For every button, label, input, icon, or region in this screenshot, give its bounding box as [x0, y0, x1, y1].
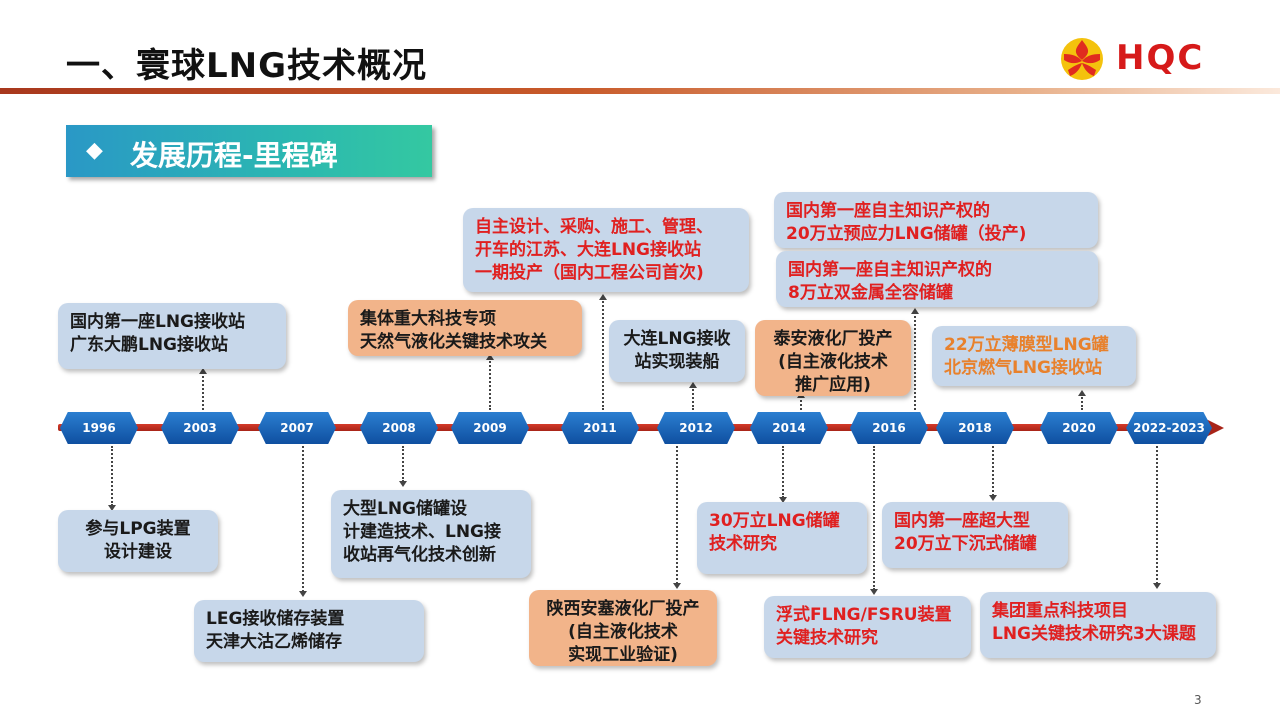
year-marker-2011: 2011 — [561, 412, 639, 444]
connector-2022 — [1156, 446, 1158, 584]
connector-1996 — [111, 446, 113, 506]
year-marker-2003: 2003 — [161, 412, 239, 444]
company-logo: HQC — [1058, 36, 1238, 82]
connector-2003 — [202, 372, 204, 410]
connector-2016-bottom — [873, 446, 875, 590]
connector-2011-top — [602, 298, 604, 410]
arrowhead-down-icon — [779, 497, 787, 503]
milestone-2009: 集体重大科技专项 天然气液化关键技术攻关 — [348, 300, 582, 356]
milestone-2022-2023: 集团重点科技项目 LNG关键技术研究3大课题 — [980, 592, 1216, 658]
year-marker-2009: 2009 — [451, 412, 529, 444]
diamond-bullet-icon: ◆ — [86, 138, 103, 163]
arrowhead-up-icon — [911, 308, 919, 314]
connector-2011-bottom — [676, 446, 678, 584]
year-marker-2008: 2008 — [360, 412, 438, 444]
milestone-1996: 参与LPG装置 设计建设 — [58, 510, 218, 572]
year-marker-2016: 2016 — [850, 412, 928, 444]
page-number: 3 — [1194, 693, 1202, 707]
milestone-2016-top-1: 国内第一座自主知识产权的 20万立预应力LNG储罐（投产) — [774, 192, 1098, 248]
connector-2012 — [692, 386, 694, 410]
connector-2016-top — [914, 312, 916, 410]
milestone-2014-top: 泰安液化厂投产 (自主液化技术 推广应用) — [755, 320, 911, 396]
timeline-arrowhead — [1206, 419, 1224, 437]
milestone-2016-top-2: 国内第一座自主知识产权的 8万立双金属全容储罐 — [776, 251, 1098, 307]
arrowhead-down-icon — [399, 481, 407, 487]
logo-text: HQC — [1116, 38, 1205, 78]
year-marker-1996: 1996 — [60, 412, 138, 444]
year-marker-2007: 2007 — [258, 412, 336, 444]
section-heading: ◆ 发展历程-里程碑 — [66, 125, 432, 177]
year-marker-2020: 2020 — [1040, 412, 1118, 444]
milestone-2012: 大连LNG接收 站实现装船 — [609, 320, 745, 382]
arrowhead-down-icon — [299, 591, 307, 597]
year-marker-2012: 2012 — [657, 412, 735, 444]
milestone-2008: 大型LNG储罐设 计建造技术、LNG接 收站再气化技术创新 — [331, 490, 531, 578]
connector-2009 — [489, 358, 491, 410]
arrowhead-down-icon — [1153, 583, 1161, 589]
connector-2014-bottom — [782, 446, 784, 498]
connector-2020 — [1081, 394, 1083, 410]
arrowhead-down-icon — [989, 495, 997, 501]
milestone-2003: 国内第一座LNG接收站 广东大鹏LNG接收站 — [58, 303, 286, 369]
arrowhead-down-icon — [870, 589, 878, 595]
milestone-2016-bottom: 浮式FLNG/FSRU装置 关键技术研究 — [764, 596, 971, 658]
milestone-2011-bottom: 陕西安塞液化厂投产 (自主液化技术 实现工业验证) — [529, 590, 717, 666]
connector-2008 — [402, 446, 404, 482]
milestone-2014-bottom: 30万立LNG储罐 技术研究 — [697, 502, 867, 574]
arrowhead-down-icon — [108, 505, 116, 511]
milestone-2018: 国内第一座超大型 20万立下沉式储罐 — [882, 502, 1068, 568]
connector-2014-top — [800, 396, 802, 410]
year-marker-2018: 2018 — [936, 412, 1014, 444]
page-title: 一、寰球LNG技术概况 — [66, 46, 428, 86]
arrowhead-up-icon — [199, 368, 207, 374]
milestone-2020: 22万立薄膜型LNG罐 北京燃气LNG接收站 — [932, 326, 1136, 386]
arrowhead-up-icon — [486, 354, 494, 360]
arrowhead-down-icon — [673, 583, 681, 589]
milestone-2007: LEG接收储存装置 天津大沽乙烯储存 — [194, 600, 424, 662]
title-divider — [0, 88, 1280, 94]
arrowhead-up-icon — [1078, 390, 1086, 396]
year-marker-2022-2023: 2022-2023 — [1126, 412, 1212, 444]
flame-logo-icon — [1061, 38, 1103, 80]
connector-2018 — [992, 446, 994, 496]
year-marker-2014: 2014 — [750, 412, 828, 444]
arrowhead-up-icon — [689, 382, 697, 388]
milestone-2011-top: 自主设计、采购、施工、管理、 开车的江苏、大连LNG接收站 一期投产（国内工程公… — [463, 208, 749, 292]
connector-2007 — [302, 446, 304, 592]
arrowhead-up-icon — [599, 294, 607, 300]
section-title: 发展历程-里程碑 — [130, 139, 338, 172]
